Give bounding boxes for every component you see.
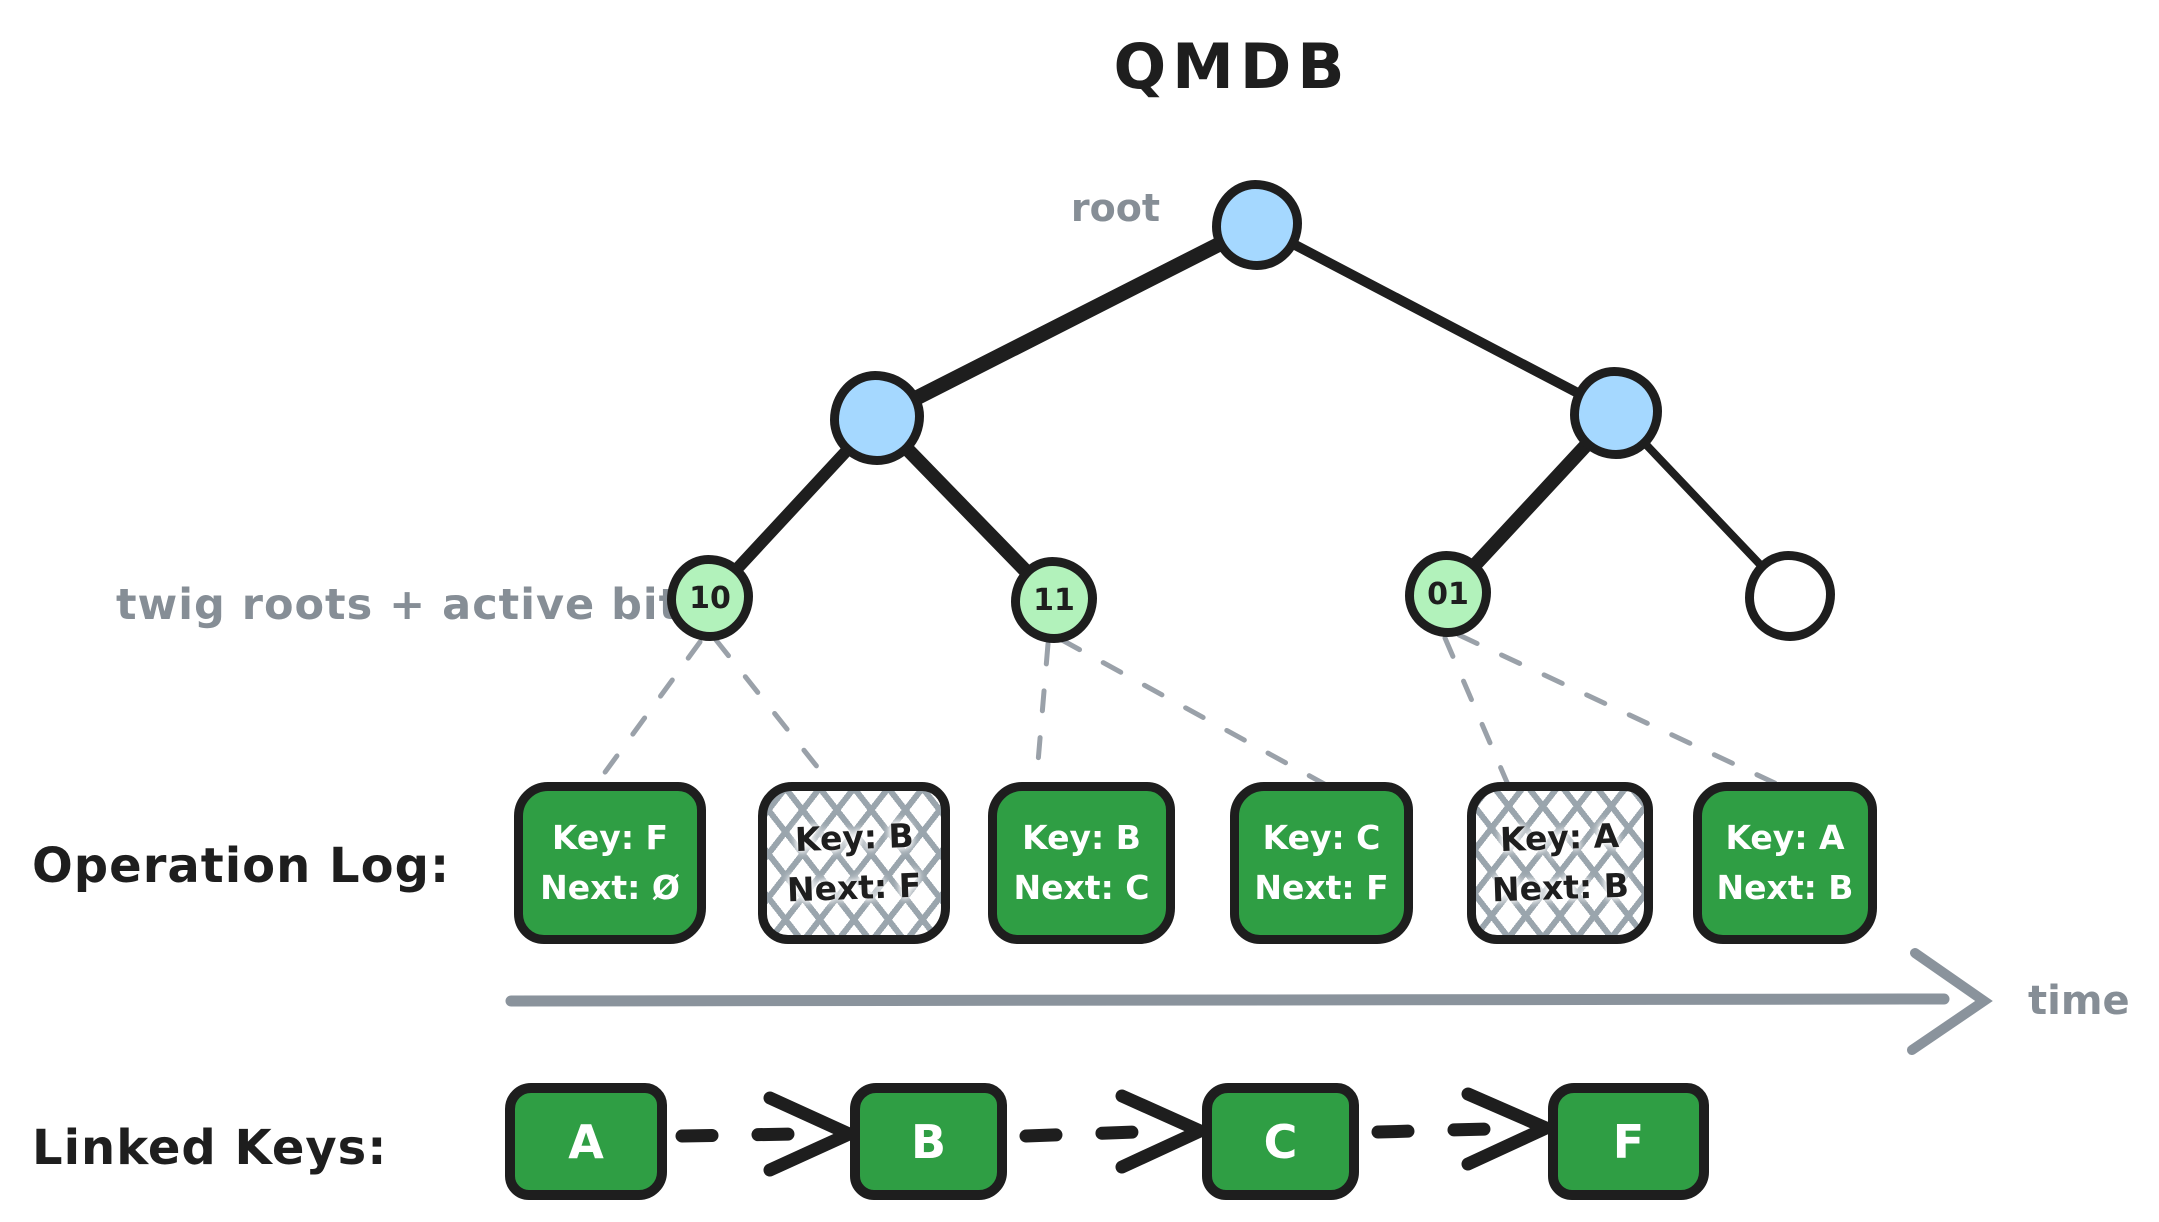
twig-node-10-label: 10 bbox=[689, 580, 731, 616]
op-entry-next: Next: B bbox=[1490, 865, 1630, 910]
op-log-entry-1: Key: F Next: Ø bbox=[514, 782, 706, 944]
linked-key-arrows bbox=[675, 1087, 1562, 1177]
op-entry-key: Key: F bbox=[551, 817, 669, 857]
op-entry-next: Next: F bbox=[1254, 868, 1389, 907]
op-entry-next: Next: B bbox=[1716, 868, 1854, 907]
operation-log-label: Operation Log: bbox=[32, 838, 451, 894]
op-log-entry-2-voided: Key: B Next: F bbox=[758, 782, 950, 944]
root-node-label: root bbox=[1070, 186, 1160, 230]
linked-key-a: A bbox=[505, 1083, 667, 1200]
op-log-entry-3: Key: B Next: C bbox=[988, 782, 1175, 944]
twig-roots-caption: twig roots + active bits bbox=[116, 580, 707, 630]
op-entry-key: Key: B bbox=[793, 815, 914, 859]
linked-key-c: C bbox=[1202, 1083, 1359, 1200]
time-axis-label: time bbox=[2028, 978, 2130, 1024]
op-entry-key: Key: A bbox=[1725, 817, 1845, 857]
linked-key-a-label: A bbox=[568, 1114, 604, 1169]
op-entry-next: Next: C bbox=[1013, 868, 1150, 907]
twig-node-11: 11 bbox=[1011, 557, 1097, 643]
op-entry-next: Next: F bbox=[786, 865, 922, 910]
op-log-entry-6: Key: A Next: B bbox=[1693, 782, 1877, 944]
diagram-title: QMDB bbox=[1113, 30, 1351, 103]
twig-node-10: 10 bbox=[667, 555, 753, 641]
internal-node-left bbox=[830, 371, 924, 465]
op-entry-key: Key: B bbox=[1022, 817, 1141, 857]
root-node bbox=[1212, 180, 1302, 270]
linked-key-f-label: F bbox=[1612, 1114, 1645, 1169]
linked-key-f: F bbox=[1548, 1083, 1709, 1200]
linked-key-b: B bbox=[850, 1083, 1007, 1200]
twig-node-01: 01 bbox=[1405, 551, 1491, 637]
time-arrow bbox=[505, 948, 1993, 1055]
linked-keys-label: Linked Keys: bbox=[32, 1120, 388, 1176]
twig-node-empty bbox=[1745, 551, 1835, 641]
twig-node-01-label: 01 bbox=[1427, 576, 1469, 612]
op-entry-next: Next: Ø bbox=[540, 868, 680, 907]
op-entry-key: Key: A bbox=[1499, 815, 1621, 859]
internal-node-right bbox=[1570, 367, 1662, 459]
twig-node-11-label: 11 bbox=[1033, 582, 1075, 618]
twig-to-log-connectors bbox=[592, 632, 1784, 811]
linked-key-b-label: B bbox=[910, 1114, 947, 1169]
op-log-entry-5-voided: Key: A Next: B bbox=[1467, 782, 1653, 944]
linked-key-c-label: C bbox=[1263, 1114, 1298, 1169]
op-entry-key: Key: C bbox=[1262, 817, 1381, 857]
op-log-entry-4: Key: C Next: F bbox=[1230, 782, 1413, 944]
